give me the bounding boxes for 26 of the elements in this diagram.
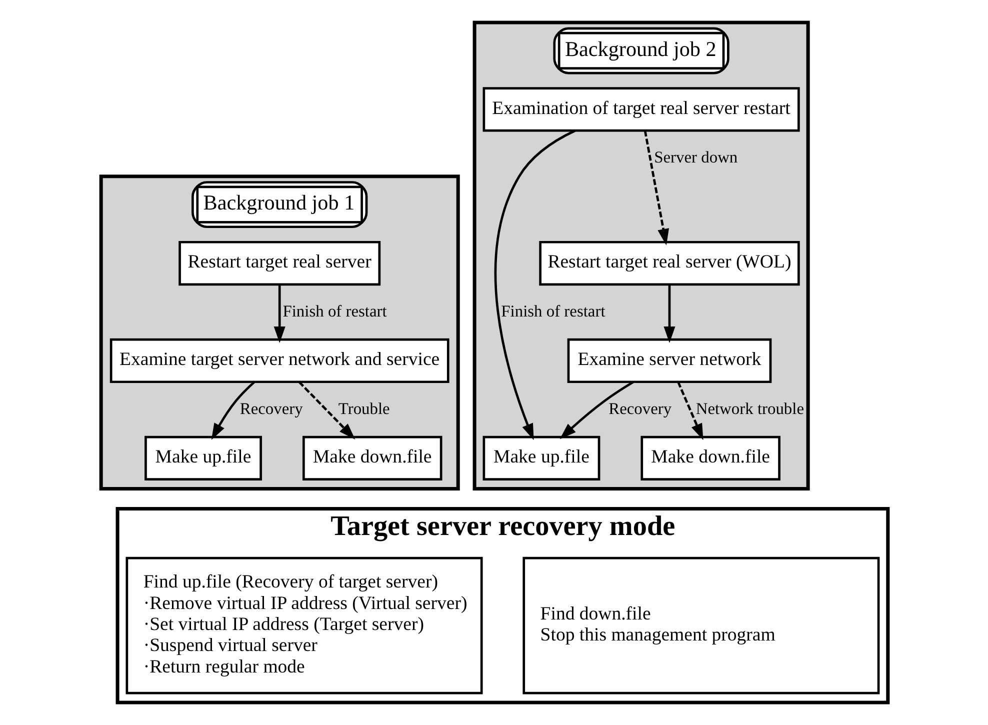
arrow bbox=[210, 381, 255, 440]
node-box: Find up.file (Recovery of target server) ·Remove virtual IP address (Virtual server) ·Set virtual IP address (Target server) ·Suspend virtual server ·Return regular mode bbox=[125, 556, 482, 694]
node-box: Examine target server network and service bbox=[109, 338, 449, 384]
arrow bbox=[676, 382, 703, 440]
node-box: Examination of target real server restart bbox=[482, 87, 800, 132]
node-box: Make up.file bbox=[482, 436, 600, 481]
arrow bbox=[663, 284, 675, 343]
arrow bbox=[494, 130, 576, 440]
arrow bbox=[298, 381, 355, 440]
node-box: Make up.file bbox=[144, 436, 262, 481]
edge-label: Network trouble bbox=[695, 398, 804, 418]
edge-label: Recovery bbox=[608, 398, 672, 418]
edge-label: Finish of restart bbox=[282, 301, 386, 320]
arrow bbox=[643, 130, 669, 246]
node-box: Restart target real server (WOL) bbox=[538, 240, 800, 286]
edge-label: Finish of restart bbox=[500, 301, 605, 320]
node-box: Make down.file bbox=[640, 436, 780, 481]
node-box: Examine server network bbox=[566, 338, 772, 384]
edge-label: Recovery bbox=[239, 398, 302, 418]
edge-label: Server down bbox=[654, 148, 738, 167]
edge-label: Trouble bbox=[338, 398, 390, 418]
node-box: Find down.file Stop this management program bbox=[522, 556, 880, 694]
node-box: Make down.file bbox=[302, 436, 442, 481]
arrow bbox=[273, 284, 285, 343]
arrow bbox=[559, 380, 634, 440]
node-box: Restart target real server bbox=[178, 240, 380, 286]
